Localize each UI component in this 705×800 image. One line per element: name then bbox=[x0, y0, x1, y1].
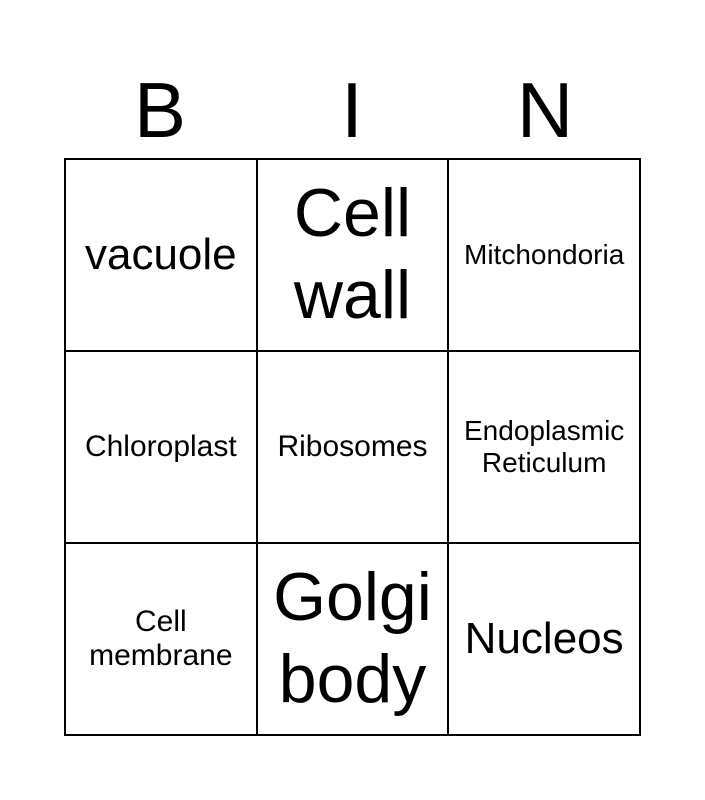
bingo-cell[interactable]: Golgi body bbox=[256, 543, 449, 735]
bingo-cell[interactable]: Ribosomes bbox=[256, 351, 449, 543]
bingo-grid: vacuole Cell wall Mitchondoria Chloropla… bbox=[64, 158, 641, 736]
bingo-cell[interactable]: Nucleos bbox=[448, 543, 640, 735]
bingo-cell[interactable]: Endoplasmic Reticulum bbox=[448, 351, 640, 543]
bingo-cell[interactable]: vacuole bbox=[65, 159, 257, 351]
header-letter-b: B bbox=[133, 66, 187, 154]
header-letter-i: I bbox=[341, 66, 363, 154]
bingo-cell[interactable]: Chloroplast bbox=[65, 351, 257, 543]
bingo-cell[interactable]: Cell wall bbox=[256, 159, 449, 351]
bingo-cell[interactable]: Cell membrane bbox=[65, 543, 257, 735]
header-letter-n: N bbox=[516, 66, 574, 154]
bingo-cell[interactable]: Mitchondoria bbox=[448, 159, 640, 351]
